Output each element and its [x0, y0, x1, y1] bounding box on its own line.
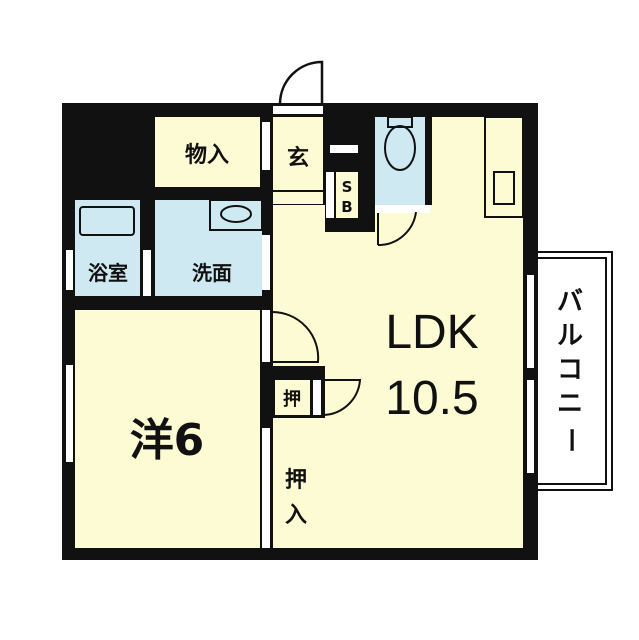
entrance-door: [278, 60, 324, 104]
label-shoe-box-b: B: [341, 198, 352, 216]
label-ldk-size: 10.5: [385, 372, 478, 425]
room-bath: [75, 200, 140, 296]
svg-text:バ: バ: [557, 287, 583, 317]
label-closet-1: 押: [285, 467, 307, 493]
label-western-room: 洋6: [130, 415, 205, 466]
room-entrance: [273, 117, 323, 190]
room-western: [75, 310, 260, 548]
svg-text:ニ: ニ: [557, 389, 583, 419]
bathtub-icon: [79, 206, 135, 236]
label-shoe-box-s: S: [342, 178, 353, 196]
label-balcony: バ ル コ ニ ー: [555, 287, 585, 453]
room-toilet: [375, 117, 425, 205]
sink-icon: [220, 205, 252, 223]
label-storage: 物入: [185, 142, 229, 168]
window: [66, 365, 73, 462]
label-bath: 浴室: [88, 261, 128, 285]
label-closet-2: 入: [285, 503, 307, 528]
svg-text:ー: ー: [555, 427, 585, 453]
label-closet-small: 押: [283, 388, 301, 410]
svg-text:ル: ル: [557, 321, 583, 351]
label-entrance: 玄: [287, 145, 309, 171]
kitchen-counter: [484, 116, 524, 218]
stove-icon: [493, 171, 515, 205]
shoe-box: [336, 172, 358, 218]
window: [527, 275, 534, 368]
label-ldk: LDK: [385, 306, 478, 359]
closet-small: [275, 380, 310, 415]
svg-text:コ: コ: [557, 355, 583, 385]
label-washroom: 洗面: [192, 261, 232, 285]
closet: [273, 428, 320, 548]
room-storage: [155, 117, 260, 187]
